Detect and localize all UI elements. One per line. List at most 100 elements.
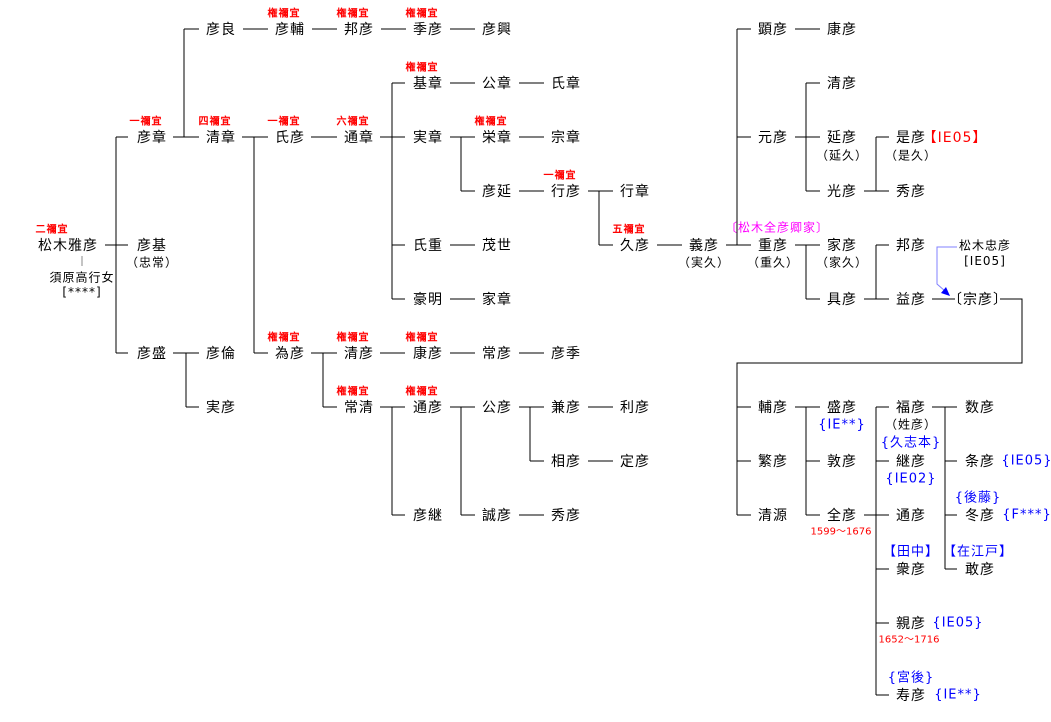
person: 利彦	[620, 400, 650, 416]
person: 宗章	[551, 130, 581, 146]
person: 彦延	[482, 184, 512, 200]
rank-title: 五禰宜	[612, 224, 646, 236]
person: 彦盛	[137, 346, 167, 362]
person: 光彦	[827, 184, 857, 200]
person: 茂世	[482, 238, 512, 254]
rank-title: 権禰宜	[405, 386, 439, 398]
person: 是彦	[896, 130, 926, 146]
alt-name: （家久）	[815, 255, 869, 270]
person: 為彦	[275, 346, 305, 362]
person: 定彦	[620, 454, 650, 470]
blue-note: {後藤}	[954, 490, 1002, 506]
rank-title: 一禰宜	[129, 116, 163, 128]
person: 顕彦	[758, 22, 788, 38]
person: 延彦	[827, 130, 857, 146]
person: 相彦	[551, 454, 581, 470]
person: 彦興	[482, 22, 512, 38]
spouse-note: [****]	[62, 285, 102, 299]
person: 彦章	[137, 130, 167, 146]
blue-note: {宮後}	[887, 670, 935, 686]
adopted-from-name: 松木忠彦	[958, 238, 1012, 253]
person: 彦基	[137, 238, 167, 254]
rank-title: 権禰宜	[336, 332, 370, 344]
blue-note: {IE05}	[1001, 453, 1051, 469]
person: 家章	[482, 292, 512, 308]
rank-title: 権禰宜	[267, 332, 301, 344]
rank-title: 権禰宜	[405, 8, 439, 20]
person: 具彦	[827, 292, 857, 308]
person: 彦良	[206, 22, 236, 38]
person: 彦倫	[206, 346, 236, 362]
rank-title: 権禰宜	[336, 386, 370, 398]
person: 敦彦	[827, 454, 857, 470]
person: 重彦	[758, 238, 788, 254]
person: 康彦	[413, 346, 443, 362]
person: 氏彦	[275, 130, 305, 146]
rank-title: 四禰宜	[198, 116, 232, 128]
person: 数彦	[965, 400, 995, 416]
blue-note: 【在江戸】	[942, 544, 1014, 560]
person: 義彦	[689, 238, 719, 254]
person: 冬彦	[965, 508, 995, 524]
spouse-name: 須原高行女	[49, 270, 115, 285]
rank-title: 権禰宜	[405, 62, 439, 74]
person: 通彦	[413, 400, 443, 416]
person: 〔宗彦〕	[948, 292, 1008, 308]
lifespan: 1599～1676	[810, 526, 872, 538]
rank-title: 二禰宜	[35, 224, 69, 236]
alt-name: （重久）	[746, 255, 800, 270]
person: 邦彦	[896, 238, 926, 254]
blue-note: {IE**}	[818, 417, 866, 433]
house-label: 〔松木全彦卿家〕	[724, 220, 830, 235]
blue-note: {IE02}	[885, 471, 937, 487]
person: 福彦	[896, 400, 926, 416]
person: 親彦	[896, 616, 926, 632]
adopted-from-note: [IE05]	[964, 254, 1006, 268]
person: 彦輔	[275, 22, 305, 38]
alt-name: （実久）	[677, 255, 731, 270]
person: 寿彦	[896, 688, 926, 704]
person: 邦彦	[344, 22, 374, 38]
alt-name: （姓彦）	[884, 417, 938, 432]
rank-title: 一禰宜	[543, 170, 577, 182]
person: 季彦	[413, 22, 443, 38]
person: 全彦	[827, 508, 857, 524]
rank-title: 権禰宜	[336, 8, 370, 20]
person: 繁彦	[758, 454, 788, 470]
person: 公彦	[482, 400, 512, 416]
person: 元彦	[758, 130, 788, 146]
person: 盛彦	[827, 400, 857, 416]
person: 豪明	[413, 292, 443, 308]
person: 秀彦	[896, 184, 926, 200]
person: 秀彦	[551, 508, 581, 524]
person: 栄章	[482, 130, 512, 146]
person: 康彦	[827, 22, 857, 38]
person: 清章	[206, 130, 236, 146]
person: 兼彦	[551, 400, 581, 416]
person: 基章	[413, 76, 443, 92]
person: 輔彦	[758, 400, 788, 416]
person: 敢彦	[965, 562, 995, 578]
person: 家彦	[827, 238, 857, 254]
person: 実章	[413, 130, 443, 146]
rank-title: 六禰宜	[336, 116, 370, 128]
blue-note: 【田中】	[882, 544, 940, 560]
person: 氏重	[413, 238, 443, 254]
person: 氏章	[551, 76, 581, 92]
person: 条彦	[965, 454, 995, 470]
alt-name: （忠常）	[125, 255, 179, 270]
person: 常清	[344, 400, 374, 416]
person: 実彦	[206, 400, 236, 416]
adoption-arrow	[936, 246, 957, 296]
person: 継彦	[896, 454, 926, 470]
person: 久彦	[620, 238, 650, 254]
blue-note: {IE**}	[934, 687, 982, 703]
blue-note: {久志本}	[880, 435, 942, 451]
rank-title: 一禰宜	[267, 116, 301, 128]
person: 清彦	[827, 76, 857, 92]
person: 公章	[482, 76, 512, 92]
person: 行彦	[551, 184, 581, 200]
person: 彦季	[551, 346, 581, 362]
